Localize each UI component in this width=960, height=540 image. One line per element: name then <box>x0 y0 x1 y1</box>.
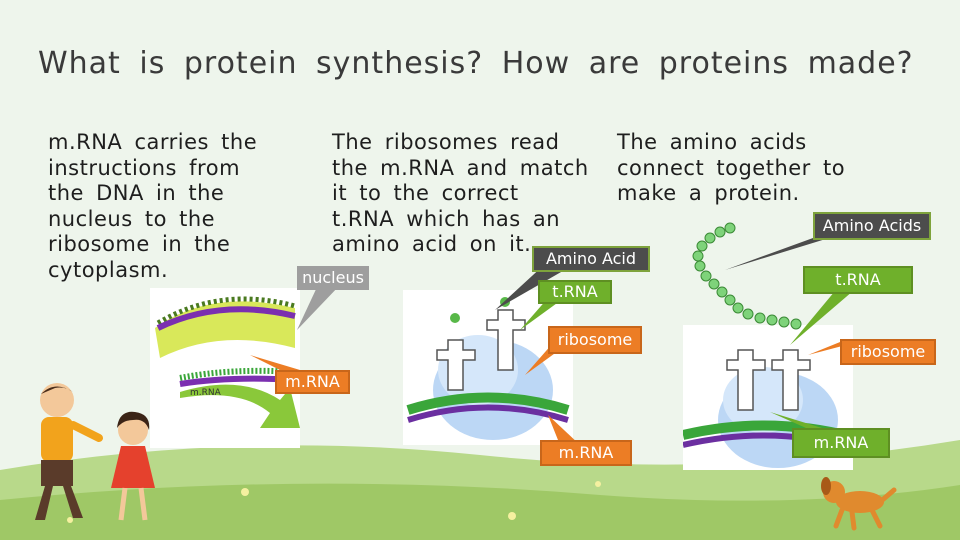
dog-illustration <box>821 477 897 531</box>
ribosome-label-1: ribosome <box>548 326 642 354</box>
ribosome-description: The ribosomes read the m.RNA and match i… <box>332 130 589 256</box>
mrna-inner-label: m.RNA <box>190 388 221 398</box>
amino-acid-chain <box>692 222 802 330</box>
ribosome-trna-diagram-1 <box>403 290 573 445</box>
children-illustration <box>35 383 155 521</box>
ribosome-label-2: ribosome <box>840 339 936 365</box>
nucleus-label: nucleus <box>297 266 369 290</box>
mrna-label-2: m.RNA <box>540 440 632 466</box>
amino-acid-label: Amino Acid <box>532 246 650 272</box>
trna-label-1: t.RNA <box>538 280 612 304</box>
mrna-description: m.RNA carries the instructions from the … <box>48 130 258 282</box>
slide-title: What is protein synthesis? How are prote… <box>38 46 914 81</box>
amino-acid-description: The amino acids connect together to make… <box>617 130 846 205</box>
mrna-label-1: m.RNA <box>275 370 350 394</box>
mrna-label-3: m.RNA <box>792 428 890 458</box>
nucleus-mrna-diagram <box>150 288 300 448</box>
amino-acids-label: Amino Acids <box>813 212 931 240</box>
trna-label-2: t.RNA <box>803 266 913 294</box>
